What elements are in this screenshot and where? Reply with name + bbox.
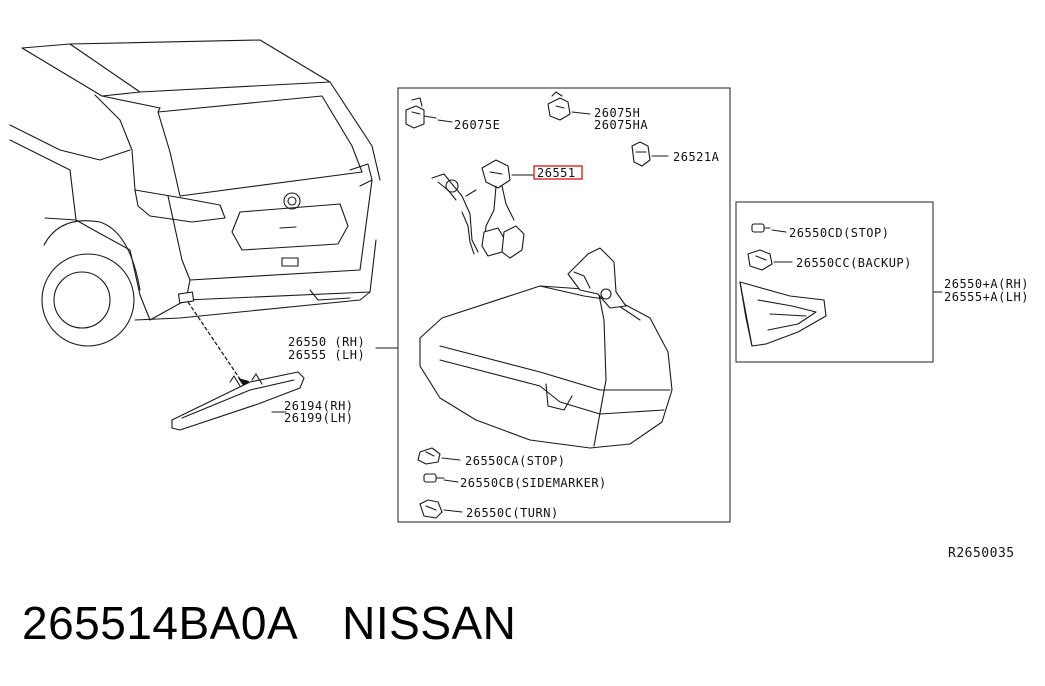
brand-name: NISSAN bbox=[342, 597, 517, 649]
leader-26550cd bbox=[771, 229, 787, 233]
bulb-icon bbox=[747, 249, 773, 271]
tail-lamp-assembly bbox=[419, 247, 673, 449]
label-26550-rh: 26550 (RH) bbox=[288, 335, 365, 349]
label-26550ca: 26550CA(STOP) bbox=[465, 454, 565, 468]
socket-icon bbox=[547, 91, 571, 121]
reflector-arrow bbox=[187, 301, 249, 390]
bulb-icon bbox=[423, 473, 445, 483]
bulb-icon bbox=[751, 223, 771, 233]
bulb-icon bbox=[419, 499, 443, 519]
label-26075ha: 26075HA bbox=[594, 118, 648, 132]
label-26550cc: 26550CC(BACKUP) bbox=[796, 256, 912, 270]
clip-icon bbox=[405, 97, 437, 129]
label-26550cd: 26550CD(STOP) bbox=[789, 226, 889, 240]
label-26550c: 26550C(TURN) bbox=[466, 506, 559, 520]
label-26555-lh: 26555 (LH) bbox=[288, 348, 365, 362]
label-26075h: 26075H bbox=[594, 106, 640, 120]
leader-26550c bbox=[443, 509, 463, 513]
part-caption: 265514BA0A NISSAN bbox=[22, 596, 560, 650]
leader-26075h bbox=[571, 111, 591, 115]
label-26194-rh: 26194(RH) bbox=[284, 399, 354, 413]
nut-icon bbox=[631, 141, 651, 167]
label-26521a: 26521A bbox=[673, 150, 720, 164]
leader-26550ca bbox=[441, 457, 461, 461]
diagram-reference: R2650035 bbox=[948, 546, 1015, 561]
leader-26075e bbox=[437, 119, 453, 123]
vehicle-rear-illustration bbox=[9, 39, 381, 347]
label-26551: 26551 bbox=[537, 166, 576, 180]
leader-26550cb bbox=[443, 479, 459, 483]
main-assembly-frame bbox=[397, 87, 731, 523]
highlight-box-26551 bbox=[533, 165, 583, 180]
harness-icon bbox=[431, 159, 525, 259]
part-number: 265514BA0A bbox=[22, 597, 299, 649]
label-26550a-rh: 26550+A(RH) bbox=[944, 277, 1029, 291]
label-26075e: 26075E bbox=[454, 118, 500, 132]
rear-reflector bbox=[171, 371, 305, 431]
label-26555a-lh: 26555+A(LH) bbox=[944, 290, 1029, 304]
bulb-icon bbox=[417, 447, 441, 465]
inner-lamp-frame bbox=[735, 201, 934, 363]
inner-lamp bbox=[739, 281, 827, 347]
label-26199-lh: 26199(LH) bbox=[284, 411, 354, 425]
label-26550cb: 26550CB(SIDEMARKER) bbox=[460, 476, 607, 490]
